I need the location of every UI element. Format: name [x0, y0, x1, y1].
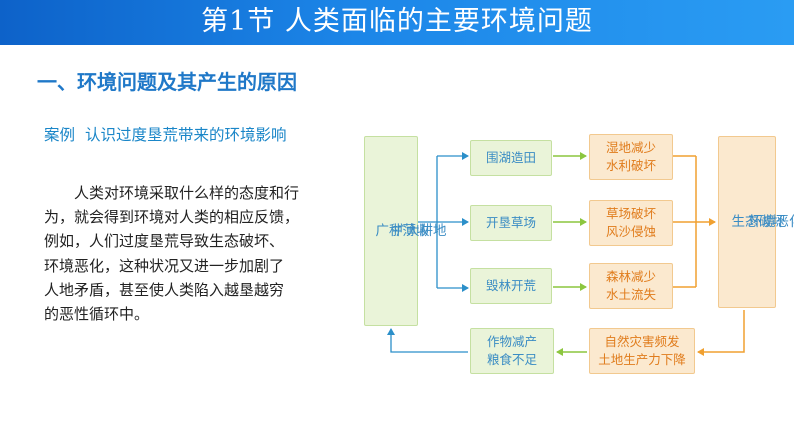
action-box-grassland: 开垦草场 — [470, 205, 552, 241]
orange-return-line — [720, 310, 745, 353]
action-box-lake: 围湖造田 — [470, 140, 552, 176]
paragraph-line: 的恶性循环中。 — [44, 305, 150, 324]
paragraph-line: 为，就会得到环境对人类的相应反馈， — [44, 208, 300, 227]
body-paragraph: 人类对环境采取什么样的态度和行 为，就会得到环境对人类的相应反馈， 例如，人们过… — [44, 181, 364, 326]
section-heading: 一、环境问题及其产生的原因 — [37, 70, 297, 94]
expand-farmland-box: 扩大耕地 广种薄收 — [364, 136, 447, 326]
title-bar: 第1节 人类面临的主要环境问题 — [0, 0, 794, 45]
crop-text: 作物减产 — [486, 334, 537, 349]
case-line: 案例认识过度垦荒带来的环境影响 — [44, 124, 297, 146]
effect-box-forest: 森林减少 水土流失 — [589, 263, 673, 309]
action-box-forest: 毁林开荒 — [470, 268, 552, 304]
effect-text: 湿地减少 — [605, 140, 656, 155]
case-label: 案例 — [44, 126, 76, 144]
action-text: 毁林开荒 — [485, 278, 536, 293]
effect-text: 风沙侵蚀 — [605, 224, 656, 239]
effect-text: 水利破坏 — [605, 158, 656, 173]
action-text: 围湖造田 — [485, 150, 536, 165]
crop-reduction-box: 作物减产 粮食不足 — [470, 328, 554, 374]
effect-text: 水土流失 — [605, 287, 656, 302]
blue-return-line — [390, 332, 468, 353]
orange-arrows — [673, 155, 745, 356]
action-text: 开垦草场 — [485, 215, 536, 230]
effect-text: 草场破坏 — [605, 206, 656, 221]
paragraph-line: 人地矛盾，甚至使人类陷入越垦越穷 — [44, 280, 285, 299]
disaster-text: 自然灾害频发 — [604, 334, 680, 349]
blue-return-arrow — [387, 328, 468, 353]
paragraph-line: 例如，人们过度垦荒导致生态破坏、 — [44, 232, 285, 251]
page-title: 第1节 人类面临的主要环境问题 — [201, 6, 593, 37]
crop-text: 粮食不足 — [486, 352, 537, 367]
case-title: 认识过度垦荒带来的环境影响 — [85, 126, 287, 144]
branch-arrows — [418, 152, 469, 292]
green-arrows — [553, 152, 587, 291]
paragraph-line: 环境恶化，这种状况又进一步加剧了 — [44, 256, 285, 275]
effect-box-wetland: 湿地减少 水利破坏 — [589, 134, 673, 180]
effect-box-grassland: 草场破坏 风沙侵蚀 — [589, 200, 673, 246]
disaster-text: 土地生产力下降 — [598, 352, 686, 367]
paragraph-line: 人类对环境采取什么样的态度和行 — [74, 184, 300, 202]
disaster-box: 自然灾害频发 土地生产力下降 — [589, 328, 695, 374]
effect-text: 森林减少 — [605, 269, 656, 284]
